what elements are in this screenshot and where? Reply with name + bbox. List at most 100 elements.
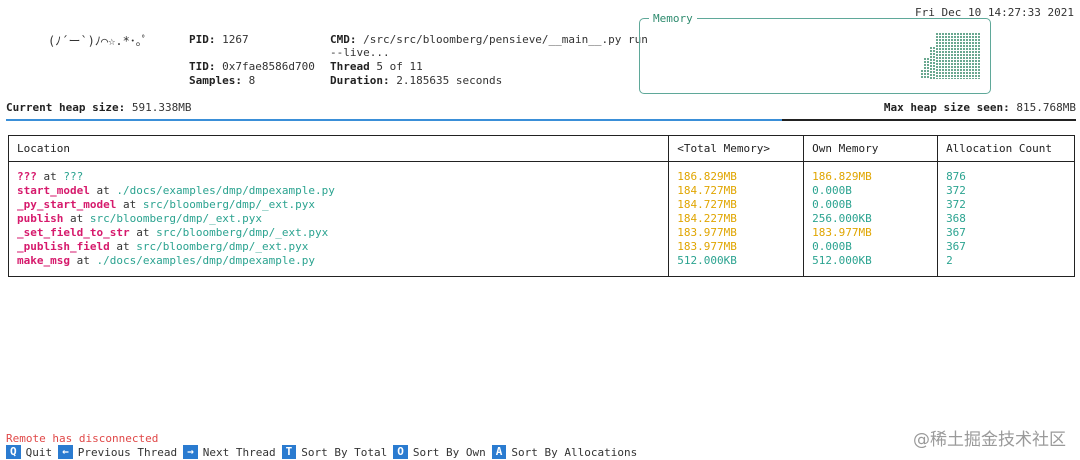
datetime: Fri Dec 10 14:27:33 2021 xyxy=(915,6,1074,19)
key-label: Previous Thread xyxy=(77,445,178,459)
memory-graph-bar xyxy=(945,33,947,79)
thread-info: Thread 5 of 11 xyxy=(330,59,423,74)
source-path: ./docs/examples/dmp/dmpexample.py xyxy=(116,184,335,197)
tid-value: 0x7fae8586d700 xyxy=(222,60,315,73)
at-word: at xyxy=(43,170,57,183)
source-path: ./docs/examples/dmp/dmpexample.py xyxy=(96,254,316,267)
allocation-table: Location <Total Memory> Own Memory Alloc… xyxy=(7,135,1075,277)
at-word: at xyxy=(96,184,110,197)
own-memory-value: 183.977MB xyxy=(812,226,872,239)
function-name: _publish_field xyxy=(17,240,110,253)
table-row-location[interactable]: _py_start_model at src/bloomberg/dmp/_ex… xyxy=(17,198,660,212)
keybinding-next-thread[interactable]: →Next Thread xyxy=(183,445,276,459)
key-badge: A xyxy=(491,445,507,459)
source-path: src/bloomberg/dmp/_ext.pyx xyxy=(136,240,309,253)
pid-value: 1267 xyxy=(222,33,249,46)
memory-graph-bar xyxy=(942,33,944,79)
own-memory-value: 0.000B xyxy=(812,184,852,197)
key-badge: T xyxy=(281,445,297,459)
total-memory-value: 183.977MB xyxy=(677,226,737,239)
source-path: src/bloomberg/dmp/_ext.pyx xyxy=(142,198,316,211)
pid-info: PID: 1267 xyxy=(189,32,249,47)
source-path: ??? xyxy=(63,170,84,183)
total-memory-value: 512.000KB xyxy=(677,254,737,267)
own-memory-value: 256.000KB xyxy=(812,212,872,225)
memory-graph-bar xyxy=(963,33,965,79)
cmd-value: /src/src/bloomberg/pensieve/__main__.py … xyxy=(363,33,648,46)
key-label: Sort By Own xyxy=(412,445,486,459)
memory-graph-bar xyxy=(951,33,953,79)
duration-value: 2.185635 seconds xyxy=(396,74,503,87)
at-word: at xyxy=(136,226,150,239)
keybinding-sort-by-own[interactable]: O Sort By Own xyxy=(393,445,486,459)
key-badge: → xyxy=(183,445,198,459)
memory-graph-bar xyxy=(978,33,980,79)
allocation-count-value: 368 xyxy=(946,212,966,225)
table-row-location[interactable]: publish at src/bloomberg/dmp/_ext.pyx xyxy=(17,212,660,226)
disconnected-status: Remote has disconnected xyxy=(6,432,159,445)
allocation-count-value: 372 xyxy=(946,198,966,211)
total-memory-value: 184.727MB xyxy=(677,184,737,197)
thread-label: Thread xyxy=(330,60,370,73)
pid-label: PID: xyxy=(189,33,216,46)
max-heap-label: Max heap size seen: xyxy=(883,101,1010,114)
current-heap-value: 591.338MB xyxy=(131,101,192,114)
own-memory-value: 512.000KB xyxy=(812,254,872,267)
function-name: publish xyxy=(17,212,64,225)
function-name: _py_start_model xyxy=(17,198,117,211)
function-name: ??? xyxy=(17,170,37,183)
column-header-total-memory[interactable]: <Total Memory> xyxy=(668,135,805,162)
at-word: at xyxy=(76,254,90,267)
keybinding-previous-thread[interactable]: ← Previous Thread xyxy=(58,445,177,459)
column-header-location[interactable]: Location xyxy=(7,135,670,162)
thread-value: 5 of 11 xyxy=(376,60,423,73)
at-word: at xyxy=(116,240,130,253)
heap-progress-fill xyxy=(6,119,782,121)
memory-graph-bar xyxy=(954,33,956,79)
location-cell: ??? at ???start_model at ./docs/examples… xyxy=(7,161,670,277)
source-path: src/bloomberg/dmp/_ext.pyx xyxy=(89,212,263,225)
allocation-count-value: 372 xyxy=(946,184,966,197)
key-badge: ← xyxy=(58,445,73,459)
allocation-count-value: 367 xyxy=(946,226,966,239)
total-memory-value: 183.977MB xyxy=(677,240,737,253)
key-badge: O xyxy=(393,445,408,459)
cmd-label: CMD: xyxy=(330,33,357,46)
memory-graph-bar xyxy=(975,33,977,79)
key-badge: Q xyxy=(6,445,21,459)
function-name: _set_field_to_str xyxy=(17,226,130,239)
table-row-location[interactable]: start_model at ./docs/examples/dmp/dmpex… xyxy=(17,184,660,198)
table-row-location[interactable]: ??? at ??? xyxy=(17,170,660,184)
duration-label: Duration: xyxy=(330,74,390,87)
memory-graph-bar xyxy=(921,70,923,79)
memory-graph-bar xyxy=(927,58,929,79)
memory-graph-bar xyxy=(933,47,935,79)
column-header-allocation-count[interactable]: Allocation Count xyxy=(937,135,1075,162)
memory-panel xyxy=(639,18,991,94)
samples-info: Samples: 8 xyxy=(189,73,255,88)
table-row-location[interactable]: make_msg at ./docs/examples/dmp/dmpexamp… xyxy=(17,254,660,268)
memory-graph-bar xyxy=(924,58,926,79)
table-row-location[interactable]: _publish_field at src/bloomberg/dmp/_ext… xyxy=(17,240,660,254)
table-row-location[interactable]: _set_field_to_str at src/bloomberg/dmp/_… xyxy=(17,226,660,240)
column-header-own-memory[interactable]: Own Memory xyxy=(803,135,939,162)
memory-graph-bar xyxy=(930,47,932,79)
function-name: make_msg xyxy=(17,254,70,267)
memory-graph-bar xyxy=(966,33,968,79)
allocation-count-value: 876 xyxy=(946,170,966,183)
memory-graph-bar xyxy=(957,33,959,79)
own-memory-value: 0.000B xyxy=(812,240,852,253)
cmd-continuation: --live... xyxy=(330,46,390,59)
watermark: @稀土掘金技术社区 xyxy=(913,430,1066,450)
total-memory-value: 186.829MB xyxy=(677,170,737,183)
allocation-count-value: 2 xyxy=(946,254,953,267)
tid-info: TID: 0x7fae8586d700 xyxy=(189,59,315,74)
duration-info: Duration: 2.185635 seconds xyxy=(330,73,502,88)
